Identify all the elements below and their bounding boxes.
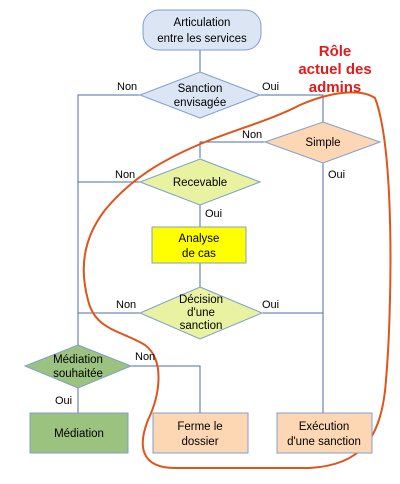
mediation-non-label: Non — [135, 351, 155, 363]
simple-oui-label: Oui — [328, 169, 345, 181]
execution-sanction-process: Exécution d'une sanction — [276, 412, 373, 454]
sanction-envisagee-decision: Sanction envisagée — [138, 71, 262, 119]
sanction-oui-label: Oui — [262, 81, 279, 93]
mediation-label: Médiation — [54, 428, 104, 440]
recevable-non-label: Non — [115, 169, 135, 181]
decision-line-2: d'une — [187, 307, 215, 319]
sanction-line-1: Sanction — [178, 83, 223, 95]
execution-line-1: Exécution — [299, 421, 350, 433]
edge-labels: Non Oui Non Oui Non Oui Non Oui Non Oui — [55, 81, 345, 407]
ferme-line-2: dossier — [181, 436, 218, 448]
recevable-oui-label: Oui — [205, 208, 222, 220]
sanction-line-2: envisagée — [174, 97, 226, 109]
analyse-line-1: Analyse — [179, 233, 220, 245]
decision-line-1: Décision — [179, 294, 223, 306]
admin-role-label: Rôle actuel des admins — [298, 43, 371, 96]
ferme-line-1: Ferme le — [177, 421, 222, 433]
admin-role-line-1: Rôle — [319, 43, 352, 60]
articulation-line-2: entre les services — [157, 33, 247, 45]
admin-role-line-2: actuel des — [298, 61, 371, 78]
mediation-souhaitee-line-2: souhaitée — [53, 368, 103, 380]
decision-line-3: sanction — [180, 320, 223, 332]
decision-oui-label: Oui — [262, 299, 279, 311]
recevable-label: Recevable — [173, 177, 227, 189]
mediation-oui-label: Oui — [55, 395, 72, 407]
simple-label: Simple — [305, 137, 340, 149]
articulation-line-1: Articulation — [174, 17, 231, 29]
mediation-process: Médiation — [29, 412, 129, 454]
decision-sanction-decision: Décision d'une sanction — [138, 286, 264, 340]
admin-role-region — [82, 91, 392, 469]
analyse-line-2: de cas — [182, 248, 216, 260]
mediation-souhaitee-decision: Médiation souhaitée — [23, 344, 133, 389]
simple-non-label: Non — [242, 129, 262, 141]
admin-role-line-3: admins — [309, 79, 362, 96]
decision-non-label: Non — [116, 299, 136, 311]
mediation-souhaitee-line-1: Médiation — [53, 354, 103, 366]
simple-decision: Simple — [263, 121, 382, 164]
sanction-non-label: Non — [117, 81, 137, 93]
recevable-decision: Recevable — [138, 158, 262, 206]
execution-line-2: d'une sanction — [287, 436, 361, 448]
connectors — [77, 50, 324, 413]
analyse-process: Analyse de cas — [151, 226, 247, 264]
ferme-dossier-process: Ferme le dossier — [152, 412, 249, 454]
articulation-node: Articulation entre les services — [142, 9, 262, 51]
